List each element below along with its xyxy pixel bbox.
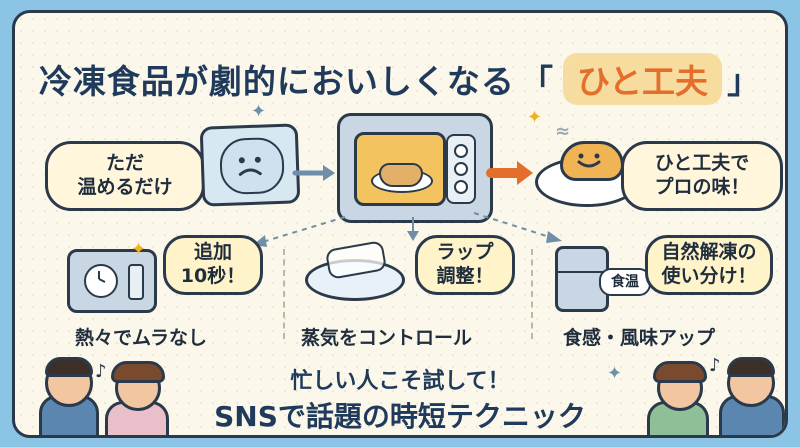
sparkle-icon: ✦ (131, 239, 147, 260)
wrap-plate-icon (305, 259, 405, 301)
tip3-label: 食感・風味アップ (563, 327, 716, 349)
title-row: 冷凍食品が劇的においしくなる 「 ひと工夫 」 (15, 53, 785, 105)
tip1-label: 熱々でムラなし (75, 327, 208, 349)
arrow-to-plate-icon (486, 161, 533, 185)
microwave-food (379, 163, 423, 187)
sparkle-icon: ≈ (555, 121, 571, 142)
microwave-knob-icon (454, 180, 468, 194)
sparkle-icon: ✦ (251, 101, 267, 122)
person-left-hair (45, 357, 93, 377)
bottom-line-2: SNSで話題の時短テクニック (214, 400, 586, 433)
bubble-extra-seconds-line2: 10秒！ (180, 265, 246, 287)
microwave-knob-icon (454, 144, 468, 158)
bubble-wrap-adjust-line2: 調整！ (436, 265, 494, 287)
person-right-hair (653, 361, 707, 383)
title-bracket-open: 「 (519, 62, 554, 101)
title-main: 冷凍食品が劇的においしくなる (38, 62, 515, 101)
sparkle-icon: ✦ (527, 107, 543, 128)
bubble-just-heat: ただ 温めるだけ (45, 141, 205, 211)
tip2-label: 蒸気をコントロール (301, 327, 473, 349)
bubble-pro-taste: ひと工夫で プロの味！ (621, 141, 783, 211)
bubble-extra-seconds-line1: 追加 (193, 241, 232, 264)
bubble-extra-seconds: 追加 10秒！ (163, 235, 263, 295)
temp-badge: 食温 (599, 268, 651, 296)
plate-food-icon (560, 141, 624, 181)
title-highlight: ひと工夫 (563, 53, 723, 105)
bottom-line-1: 忙しい人こそ試して！ (290, 369, 510, 394)
bubble-thaw-methods-line1: 自然解凍の (661, 241, 757, 264)
person-right-shirt (647, 401, 709, 435)
microwave-icon (337, 113, 493, 223)
divider (531, 249, 533, 339)
sparkle-icon: ✦ (607, 363, 623, 384)
bubble-wrap-adjust-line1: ラップ (436, 241, 494, 264)
branch-arrow-right-icon (473, 212, 562, 243)
bubble-wrap-adjust: ラップ 調整！ (415, 235, 515, 295)
divider (283, 249, 285, 339)
mini-microwave-icon (67, 249, 157, 313)
title-bracket-close: 」 (727, 62, 762, 101)
fridge-door-line (558, 271, 606, 273)
microwave-panel (446, 134, 476, 204)
person-right2-hair (727, 357, 775, 377)
bubble-thaw-methods: 自然解凍の 使い分け！ (645, 235, 773, 295)
person-left2-hair (111, 361, 165, 383)
bubble-pro-taste-line2: プロの味！ (654, 176, 750, 198)
microwave-knob-icon (454, 162, 468, 176)
bubble-just-heat-line2: 温めるだけ (77, 176, 173, 198)
arrow-to-microwave-icon (292, 165, 335, 181)
microwave-door (354, 132, 446, 206)
mini-microwave-panel (128, 264, 144, 300)
sad-face-icon (219, 136, 285, 196)
infographic-card: 冷凍食品が劇的においしくなる 「 ひと工夫 」 ただ 温めるだけ (12, 10, 788, 438)
bubble-just-heat-line1: ただ (105, 152, 144, 175)
clock-icon (84, 264, 118, 298)
frozen-package-icon (199, 123, 301, 207)
bubble-thaw-methods-line2: 使い分け！ (661, 265, 757, 287)
music-note-icon: ♪ (95, 361, 107, 382)
bubble-pro-taste-line1: ひと工夫で (654, 152, 750, 175)
music-note-icon: ♪ (709, 355, 721, 376)
branch-arrow-middle-icon (407, 217, 419, 241)
